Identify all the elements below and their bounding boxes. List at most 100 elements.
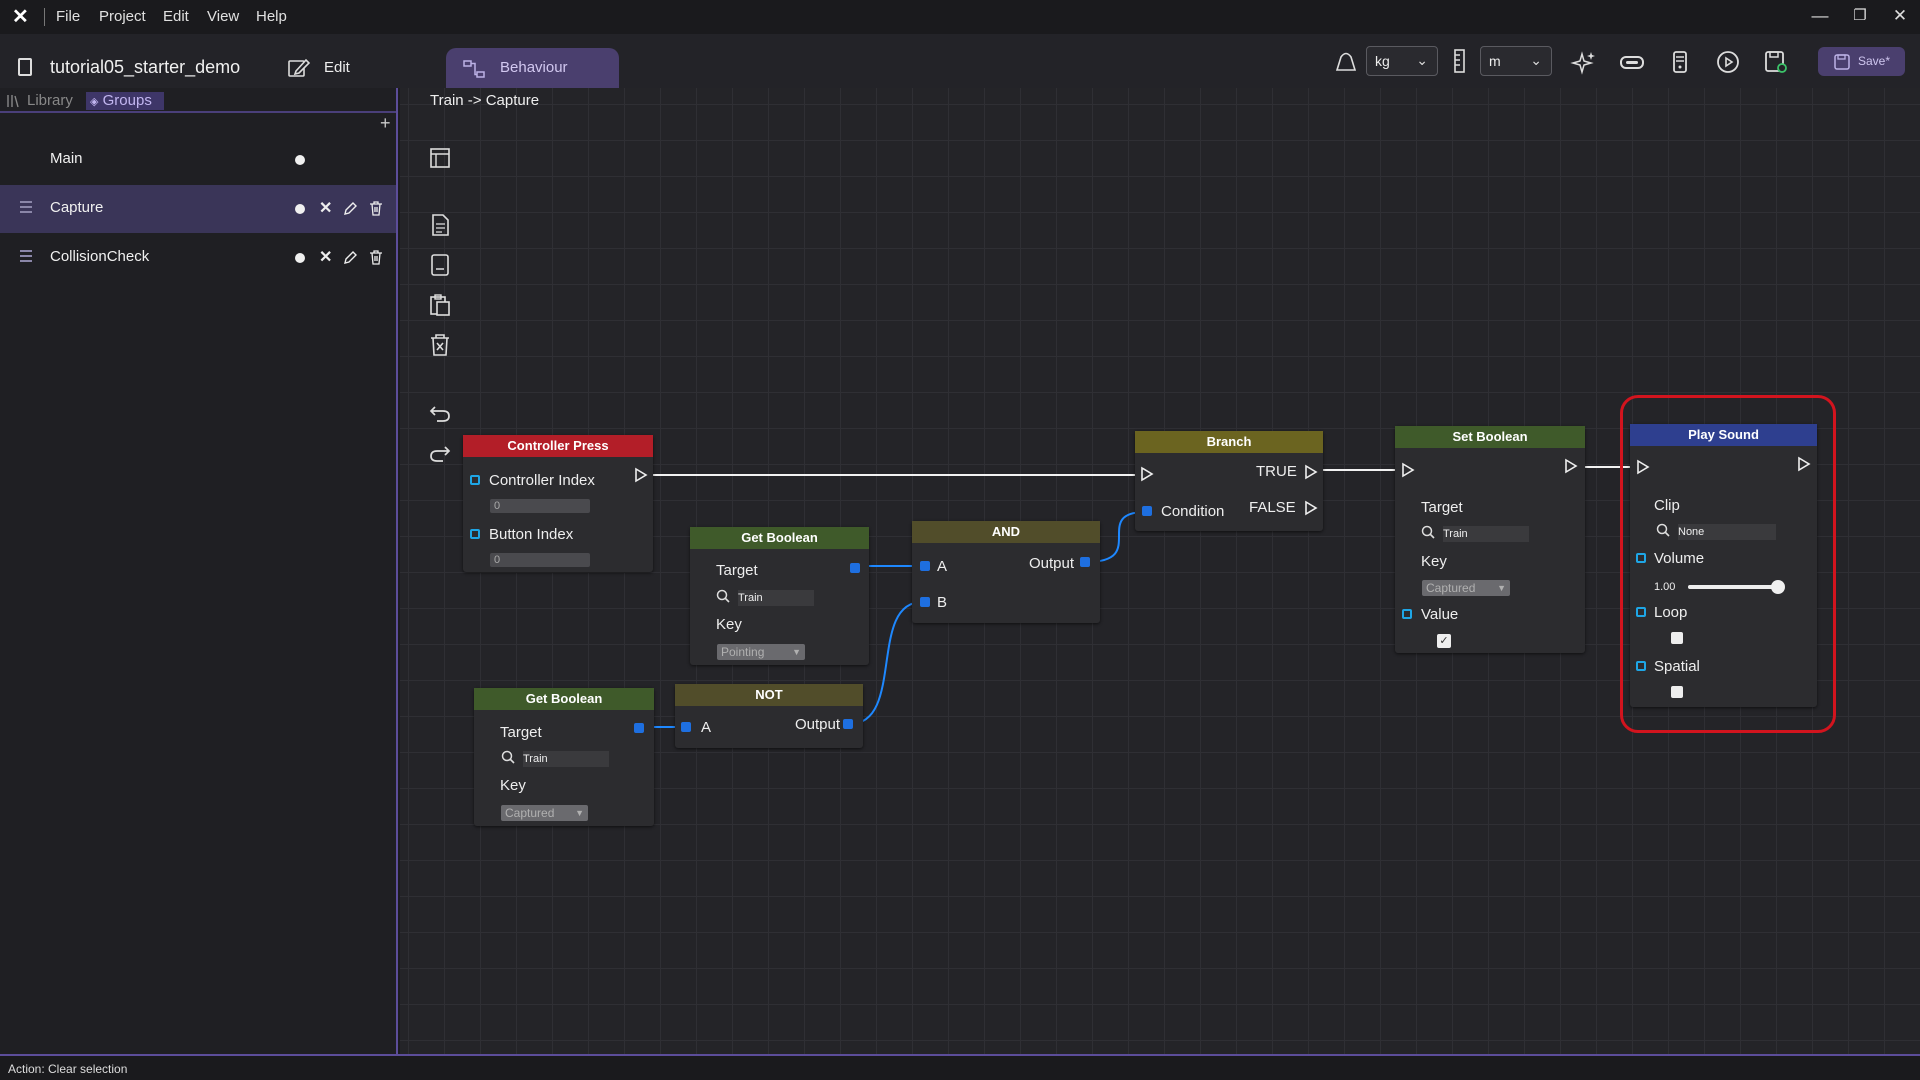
save-button[interactable]: Save* (1818, 47, 1905, 76)
menu-view[interactable]: View (207, 8, 240, 25)
close-icon[interactable]: ✕ (1892, 6, 1908, 25)
output-label: Output (1029, 555, 1075, 572)
add-group-button[interactable]: + (380, 113, 391, 133)
close-icon[interactable]: ✕ (319, 249, 333, 266)
undo-icon[interactable] (428, 401, 452, 425)
key-value: Pointing (721, 645, 765, 659)
menu-edit[interactable]: Edit (163, 8, 189, 25)
value-pin[interactable] (1402, 609, 1412, 619)
clip-search-field[interactable]: None (1656, 523, 1776, 540)
breadcrumb: Train -> Capture (430, 92, 540, 109)
group-name: CollisionCheck (50, 248, 150, 265)
chevron-down-icon: ⌄ (1416, 52, 1428, 68)
tab-library[interactable]: Library (27, 92, 73, 109)
groups-panel (0, 88, 398, 1054)
length-unit-value: m (1489, 53, 1501, 69)
key-select[interactable]: Captured▼ (1422, 580, 1510, 596)
clip-value: None (1678, 526, 1705, 538)
volume-slider-handle[interactable] (1771, 580, 1785, 594)
tab-groups[interactable]: ◈ Groups (86, 92, 164, 110)
menu-file[interactable]: File (56, 8, 81, 25)
exec-out-pin-icon[interactable] (635, 467, 648, 483)
group-row-main[interactable]: Main (0, 136, 396, 184)
node-get-boolean-pointing[interactable]: Get Boolean Target Train Key Pointing▼ (690, 527, 869, 665)
node-controller-press[interactable]: Controller Press Controller Index 0 Butt… (463, 435, 653, 572)
input-pin[interactable] (470, 529, 480, 539)
chevron-down-icon: ▼ (792, 647, 801, 657)
output-pin[interactable] (850, 563, 860, 573)
chevron-down-icon: ⌄ (1530, 52, 1542, 68)
key-select[interactable]: Pointing ▼ (717, 644, 805, 660)
controller-index-input[interactable]: 0 (490, 499, 590, 513)
pencil-icon[interactable] (343, 250, 357, 265)
redo-icon[interactable] (428, 441, 452, 465)
node-play-sound[interactable]: Play Sound Clip None Volume 1.00 Loop Sp… (1630, 424, 1817, 707)
group-row-collisioncheck[interactable]: CollisionCheck ✕ (0, 234, 396, 282)
target-search-field[interactable]: Train (501, 750, 609, 767)
mass-unit-select[interactable]: kg⌄ (1366, 46, 1438, 76)
clipboard-icon[interactable] (428, 293, 452, 317)
target-search-field[interactable]: Train (1421, 525, 1529, 542)
target-search-field[interactable]: Train (716, 589, 814, 606)
trash-icon[interactable] (369, 201, 383, 216)
exec-out-pin-icon[interactable] (1565, 458, 1578, 474)
loop-label: Loop (1654, 604, 1688, 621)
menu-help[interactable]: Help (256, 8, 287, 25)
spatial-pin[interactable] (1636, 661, 1646, 671)
device-icon[interactable] (1668, 50, 1692, 74)
bookmark-icon (18, 58, 32, 76)
length-unit-select[interactable]: m⌄ (1480, 46, 1552, 76)
frame-icon[interactable] (428, 146, 452, 170)
edit-button[interactable]: Edit (324, 59, 350, 76)
restore-icon[interactable]: ❐ (1853, 7, 1867, 24)
exec-out-pin-icon[interactable] (1798, 456, 1811, 472)
condition-pin[interactable] (1142, 506, 1152, 516)
exec-in-pin-icon[interactable] (1402, 462, 1415, 478)
exec-in-pin-icon[interactable] (1141, 466, 1154, 482)
volume-slider-track[interactable] (1688, 580, 1785, 594)
node-set-boolean[interactable]: Set Boolean Target Train Key Captured▼ V… (1395, 426, 1585, 653)
minimize-icon[interactable]: — (1811, 6, 1829, 25)
trash-icon[interactable] (369, 250, 383, 265)
exec-out-false-pin-icon[interactable] (1305, 500, 1318, 516)
spatial-checkbox[interactable] (1671, 686, 1683, 698)
output-pin[interactable] (1080, 557, 1090, 567)
drag-handle-icon[interactable] (20, 201, 32, 213)
exec-out-true-pin-icon[interactable] (1305, 464, 1318, 480)
key-select[interactable]: Captured▼ (501, 805, 588, 821)
output-pin[interactable] (634, 723, 644, 733)
value-checkbox[interactable]: ✓ (1437, 634, 1451, 648)
active-dot-icon[interactable] (295, 253, 305, 263)
status-bar: Action: Clear selection (0, 1054, 1920, 1080)
close-icon[interactable]: ✕ (319, 200, 333, 217)
input-pin-a[interactable] (681, 722, 691, 732)
group-row-capture[interactable]: Capture ✕ (0, 185, 396, 233)
node-get-boolean-captured[interactable]: Get Boolean Target Train Key Captured▼ (474, 688, 654, 826)
active-dot-icon[interactable] (295, 155, 305, 165)
active-dot-icon[interactable] (295, 204, 305, 214)
loop-pin[interactable] (1636, 607, 1646, 617)
save-doc-icon[interactable] (428, 253, 452, 277)
button-index-input[interactable]: 0 (490, 553, 590, 567)
vr-headset-icon[interactable] (1620, 50, 1644, 74)
output-pin[interactable] (843, 719, 853, 729)
pencil-icon[interactable] (343, 201, 357, 216)
sparkle-icon[interactable] (1570, 50, 1596, 75)
save-refresh-icon[interactable] (1764, 50, 1788, 74)
delete-icon[interactable] (428, 333, 452, 357)
status-text: Action: Clear selection (8, 1062, 128, 1076)
play-icon[interactable] (1716, 50, 1740, 74)
node-not[interactable]: NOT A Output (675, 684, 863, 748)
node-and[interactable]: AND A B Output (912, 521, 1100, 623)
input-pin-a[interactable] (920, 561, 930, 571)
loop-checkbox[interactable] (1671, 632, 1683, 644)
volume-pin[interactable] (1636, 553, 1646, 563)
input-pin-b[interactable] (920, 597, 930, 607)
drag-handle-icon[interactable] (20, 250, 32, 262)
input-pin[interactable] (470, 475, 480, 485)
document-icon[interactable] (428, 213, 452, 237)
menu-project[interactable]: Project (99, 8, 146, 25)
edit-icon[interactable] (288, 58, 311, 78)
node-branch[interactable]: Branch TRUE Condition FALSE (1135, 431, 1323, 531)
exec-in-pin-icon[interactable] (1637, 459, 1650, 475)
